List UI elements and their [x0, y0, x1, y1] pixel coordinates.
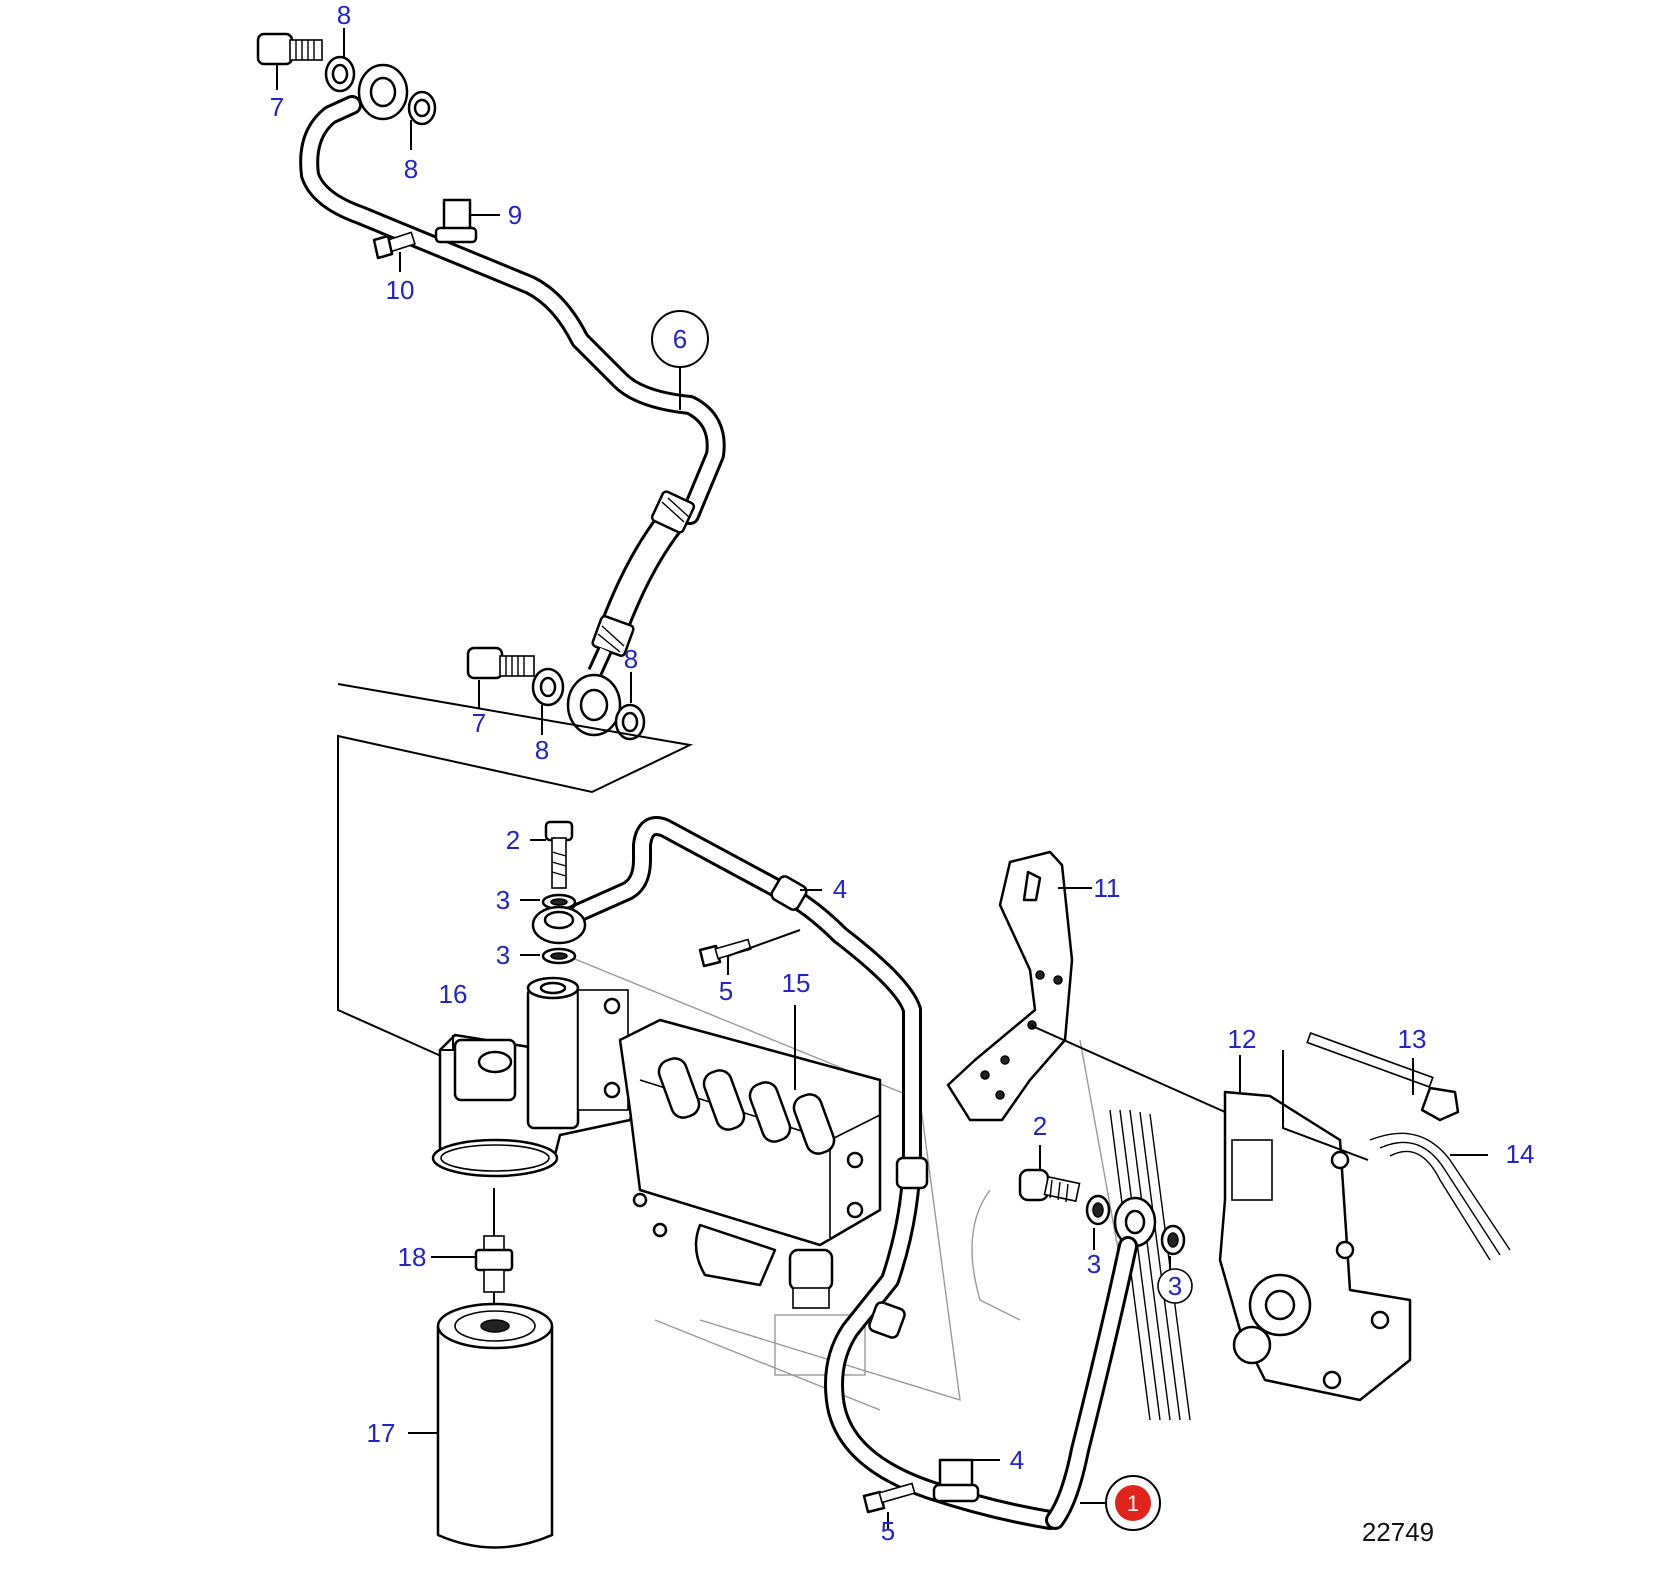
middle-oil-pipe [570, 816, 1060, 1530]
callout-17: 17 [367, 1418, 396, 1448]
callout-3d-circle [1157, 1268, 1193, 1304]
callout-13: 13 [1398, 1024, 1427, 1054]
bolt-5-upper [698, 938, 752, 968]
callout-8c: 8 [624, 644, 638, 674]
pipe-clamp-upper [372, 198, 478, 260]
banjo-bolt-filter-housing [531, 820, 587, 965]
mounting-bracket [946, 850, 1074, 1122]
leader-lines [276, 28, 1488, 1530]
figure-number: 22749 [1362, 1517, 1434, 1547]
callout-3a: 3 [496, 885, 510, 915]
long-bolt [1282, 1032, 1460, 1161]
callout-5b: 5 [881, 1516, 895, 1546]
oil-filter-housing [431, 976, 642, 1178]
callout-3c: 3 [1087, 1249, 1101, 1279]
callout-12: 12 [1228, 1024, 1257, 1054]
cooler-tubes [657, 1057, 836, 1155]
upper-banjo-fitting [256, 32, 437, 126]
projection-frame [337, 683, 694, 1061]
oil-filter-cartridge [436, 1302, 554, 1549]
upper-oil-pipe [299, 95, 726, 676]
callout-3d: 3 [1168, 1271, 1182, 1301]
callout-8a: 8 [337, 0, 351, 30]
callout-4a: 4 [833, 874, 847, 904]
callout-7b: 7 [472, 708, 486, 738]
bolt-5-lower [862, 1482, 916, 1514]
callout-7a: 7 [270, 92, 284, 122]
callout-2a: 2 [506, 825, 520, 855]
callout-labels: 8 7 8 9 10 6 8 7 8 2 3 3 4 5 15 16 11 12… [270, 0, 1535, 1546]
callout-9: 9 [508, 200, 522, 230]
callout-8d: 8 [535, 735, 549, 765]
callout-6: 6 [673, 324, 687, 354]
callout-16: 16 [439, 979, 468, 1009]
lower-banjo-fitting-upper-pipe [466, 646, 646, 741]
callout-10: 10 [386, 275, 415, 305]
callout-2b: 2 [1033, 1111, 1047, 1141]
pump-assembly [1218, 1090, 1412, 1402]
callout-1: 1 [1127, 1491, 1139, 1516]
callout-14: 14 [1506, 1139, 1535, 1169]
callout-8b: 8 [404, 154, 418, 184]
callout-1-marker [1115, 1485, 1151, 1521]
callout-6-circle [651, 310, 709, 368]
callout-4b: 4 [1010, 1445, 1024, 1475]
callout-3b: 3 [496, 940, 510, 970]
callout-11: 11 [1094, 873, 1121, 903]
callout-18: 18 [398, 1242, 427, 1272]
lower-banjo-fitting [1018, 1168, 1186, 1530]
oil-cooler [618, 1018, 882, 1309]
bracket-projection-line [1029, 1024, 1226, 1113]
callout-5a: 5 [719, 976, 733, 1006]
filter-nipple [474, 1188, 514, 1312]
callout-15: 15 [782, 968, 811, 998]
